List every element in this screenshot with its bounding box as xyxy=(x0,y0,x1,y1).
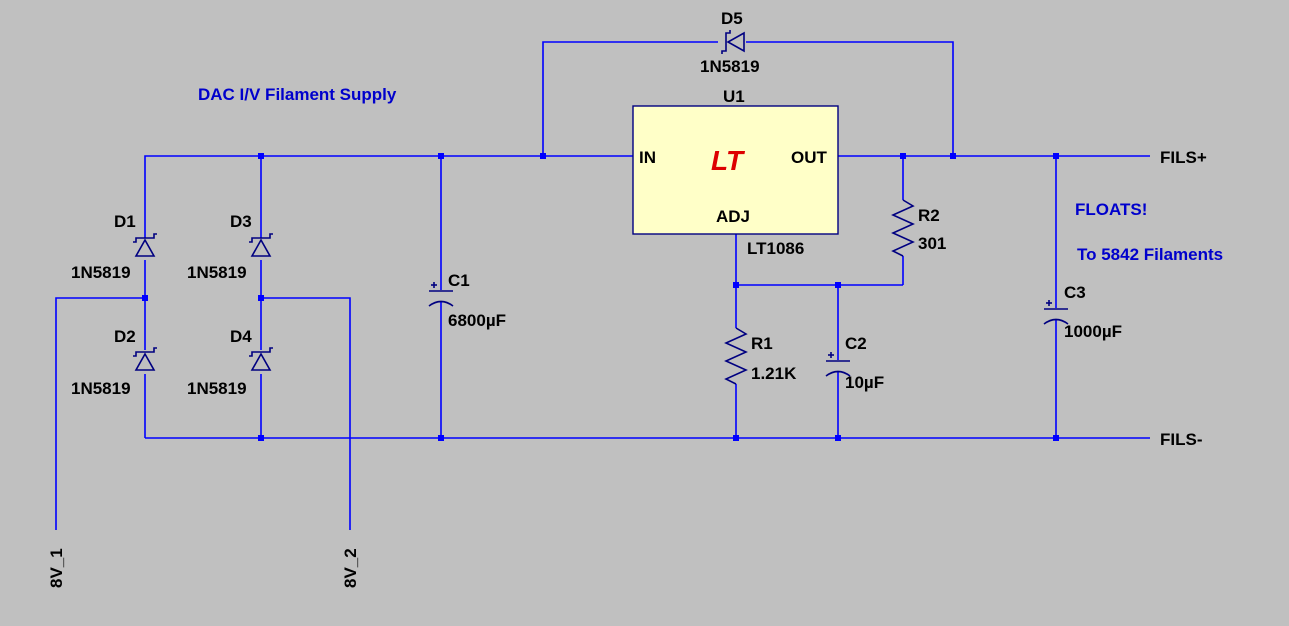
diode-d5[interactable] xyxy=(721,30,745,54)
d3-part: 1N5819 xyxy=(187,263,247,282)
c1-value: 6800µF xyxy=(448,311,506,330)
c1-ref: C1 xyxy=(448,271,470,290)
floats-note: FLOATS! xyxy=(1075,200,1147,219)
diode-d3[interactable] xyxy=(249,233,273,257)
filaments-note: To 5842 Filaments xyxy=(1077,245,1223,264)
port-8v-1: 8V_1 xyxy=(47,548,66,588)
regulator-u1[interactable]: IN OUT ADJ LT xyxy=(632,105,839,235)
d1-part: 1N5819 xyxy=(71,263,131,282)
pin-adj-label: ADJ xyxy=(716,207,750,226)
capacitor-c3[interactable] xyxy=(1043,300,1069,325)
capacitor-c2[interactable] xyxy=(825,352,851,377)
c3-ref: C3 xyxy=(1064,283,1086,302)
diode-d2[interactable] xyxy=(133,347,157,371)
lt-logo-icon: LT xyxy=(711,145,746,176)
d3-ref: D3 xyxy=(230,212,252,231)
d2-ref: D2 xyxy=(114,327,136,346)
port-fils-plus: FILS+ xyxy=(1160,148,1207,167)
resistor-r2[interactable] xyxy=(891,199,915,257)
r1-ref: R1 xyxy=(751,334,773,353)
regulator-ref: U1 xyxy=(723,87,745,106)
diode-d4[interactable] xyxy=(249,347,273,371)
c2-ref: C2 xyxy=(845,334,867,353)
schematic-title-note: DAC I/V Filament Supply xyxy=(198,85,397,104)
c2-value: 10µF xyxy=(845,373,884,392)
c3-value: 1000µF xyxy=(1064,322,1122,341)
port-8v-2: 8V_2 xyxy=(341,548,360,588)
d5-part: 1N5819 xyxy=(700,57,760,76)
regulator-body xyxy=(632,105,839,235)
port-fils-minus: FILS- xyxy=(1160,430,1203,449)
d4-ref: D4 xyxy=(230,327,252,346)
regulator-part: LT1086 xyxy=(747,239,804,258)
r2-ref: R2 xyxy=(918,206,940,225)
wires xyxy=(55,41,1150,530)
resistor-r1[interactable] xyxy=(724,327,748,385)
diode-d1[interactable] xyxy=(133,233,157,257)
d4-part: 1N5819 xyxy=(187,379,247,398)
r2-value: 301 xyxy=(918,234,946,253)
d1-ref: D1 xyxy=(114,212,136,231)
pin-out-label: OUT xyxy=(791,148,828,167)
d5-ref: D5 xyxy=(721,9,743,28)
junction-dots xyxy=(142,153,1059,441)
d2-part: 1N5819 xyxy=(71,379,131,398)
pin-in-label: IN xyxy=(639,148,656,167)
capacitor-c1[interactable] xyxy=(428,282,454,307)
r1-value: 1.21K xyxy=(751,364,797,383)
